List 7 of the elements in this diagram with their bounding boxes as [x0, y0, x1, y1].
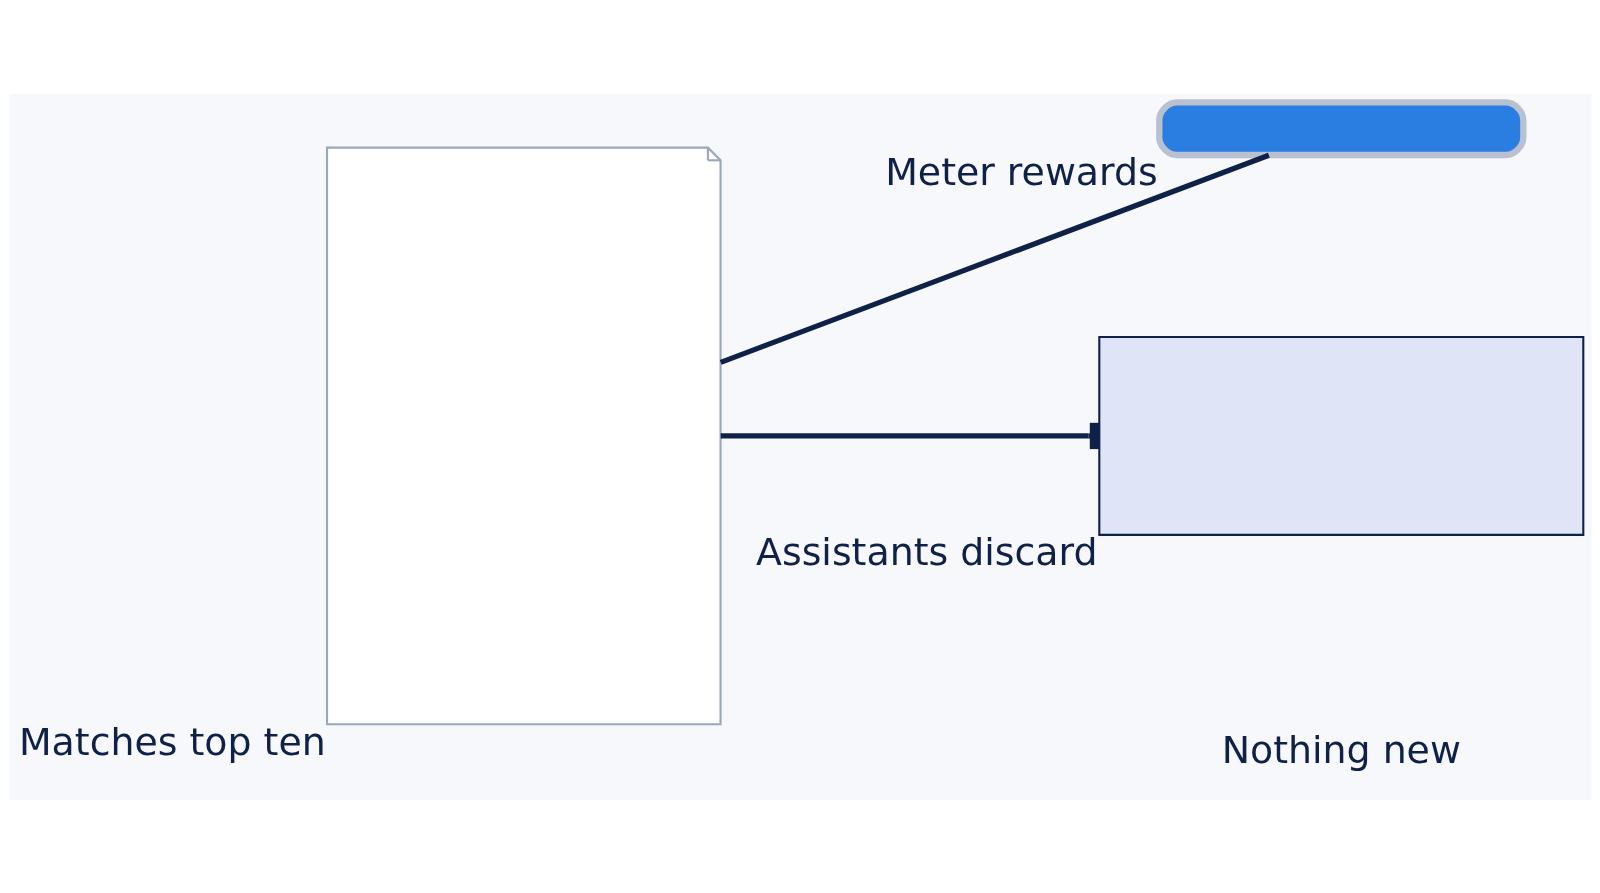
node-label: Assistants discard — [755, 529, 1097, 574]
label: Nothing new — [1221, 727, 1461, 772]
node-label: Matches top ten — [18, 719, 326, 764]
connector — [719, 152, 1270, 365]
node-box — [1097, 335, 1584, 536]
node-label: Meter rewards — [884, 149, 1158, 194]
node-bar — [1155, 98, 1526, 158]
